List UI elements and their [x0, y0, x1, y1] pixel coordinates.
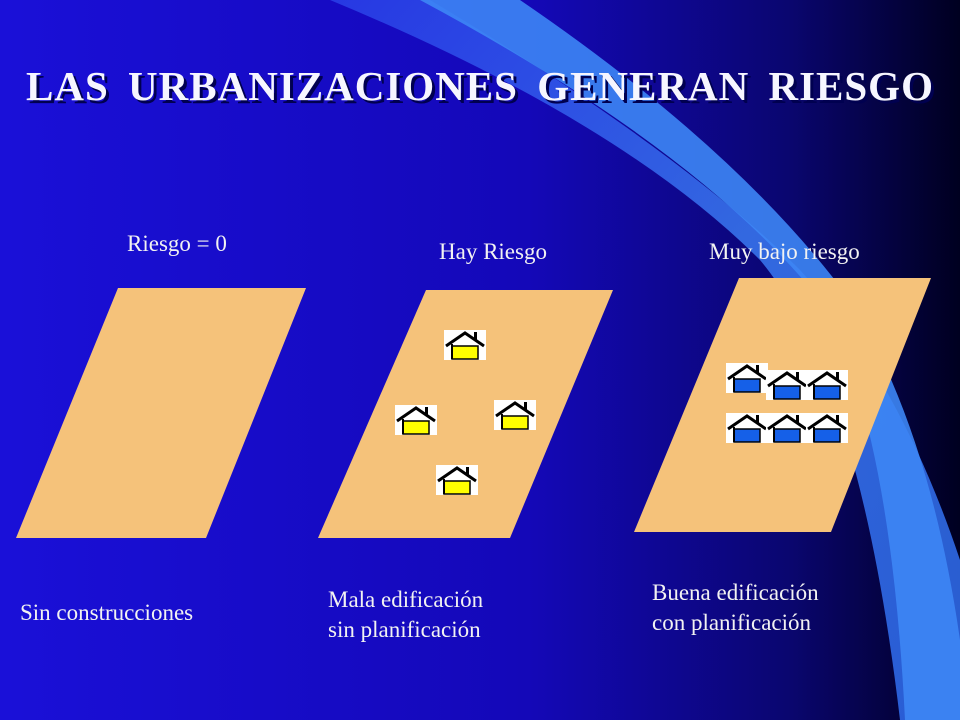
house-icon-unplanned	[436, 465, 478, 495]
house-icon-planned	[806, 413, 848, 443]
slide-title: LAS URBANIZACIONES GENERAN RIESGO	[26, 63, 934, 109]
land-parcel-empty	[16, 288, 306, 538]
caption-unplanned-line-1: Mala edificación	[328, 587, 484, 612]
house-icon-planned	[766, 370, 808, 400]
risk-label-unplanned: Hay Riesgo	[439, 239, 547, 264]
house-icon-unplanned	[494, 400, 536, 430]
caption-planned-line-1: Buena edificación	[652, 580, 819, 605]
land-parcel-unplanned	[318, 290, 613, 538]
caption-empty: Sin construcciones	[20, 598, 193, 628]
caption-planned: Buena edificación con planificación	[652, 578, 819, 638]
caption-planned-line-2: con planificación	[652, 609, 812, 635]
house-icon-planned	[726, 413, 768, 443]
caption-unplanned: Mala edificación sin planificación	[328, 585, 483, 645]
house-icon-planned	[766, 413, 808, 443]
risk-label-empty: Riesgo = 0	[127, 231, 227, 256]
house-icon-planned	[726, 363, 768, 393]
house-icon-planned	[806, 370, 848, 400]
house-icon-unplanned	[444, 330, 486, 360]
caption-empty-line-1: Sin construcciones	[20, 600, 194, 625]
house-icon-unplanned	[395, 405, 437, 435]
risk-label-planned: Muy bajo riesgo	[709, 239, 860, 264]
land-parcel-planned	[634, 278, 931, 532]
caption-unplanned-line-2: sin planificación	[328, 616, 481, 642]
